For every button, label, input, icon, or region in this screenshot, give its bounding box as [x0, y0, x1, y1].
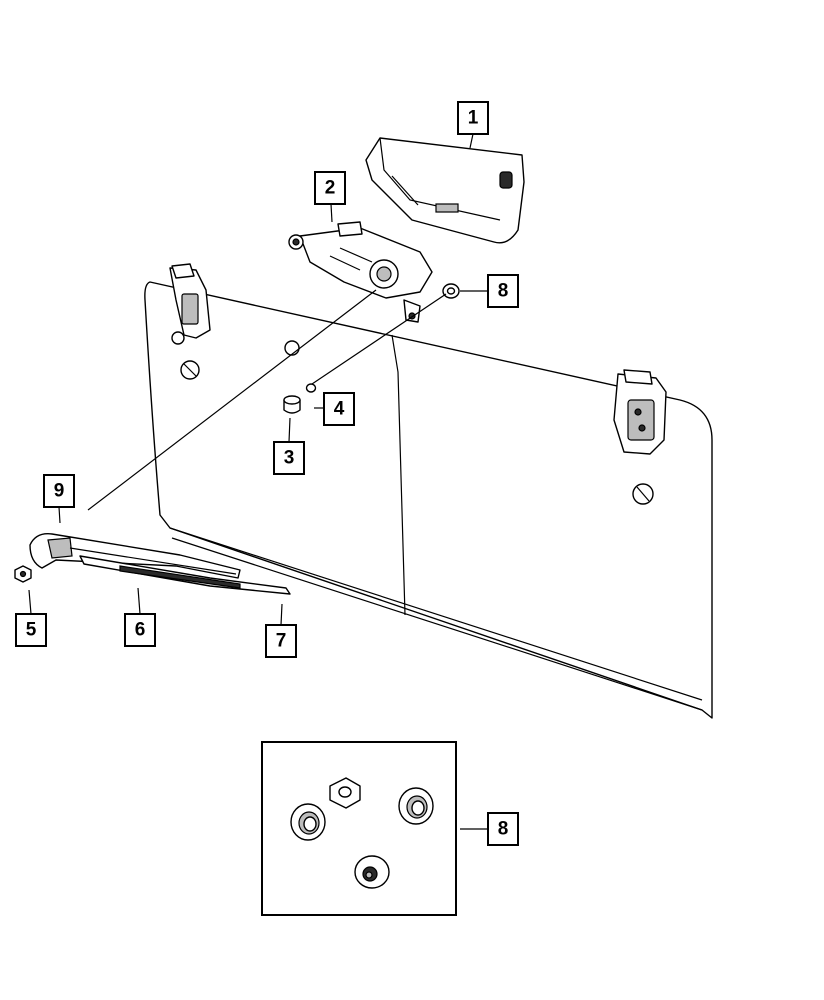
callout-5: 5: [15, 613, 47, 647]
svg-text:8: 8: [498, 819, 509, 840]
arm-nut-part-5: [14, 565, 32, 583]
svg-text:3: 3: [284, 448, 295, 469]
callout-8-kit: 8: [487, 812, 519, 846]
rear-glass-panel: [144, 281, 713, 719]
callout-1: 1: [457, 101, 489, 135]
svg-text:6: 6: [135, 620, 146, 641]
svg-text:9: 9: [54, 481, 65, 502]
kit-seal-right: [398, 787, 434, 825]
kit-grommet: [354, 855, 390, 889]
grommet-part-3: [283, 395, 301, 414]
wiper-blade-part-7: [79, 555, 291, 595]
callout-9: 9: [43, 474, 75, 508]
wiper-arm-part-6: [29, 533, 241, 579]
callout-2: 2: [314, 171, 346, 205]
right-hinge: [613, 369, 667, 455]
wiper-motor-cover: [365, 137, 525, 244]
svg-text:1: 1: [468, 108, 479, 129]
svg-text:2: 2: [325, 178, 336, 199]
callout-4: 4: [323, 392, 355, 426]
svg-text:5: 5: [26, 620, 37, 641]
washer-part-4: [305, 383, 317, 393]
svg-text:8: 8: [498, 281, 509, 302]
kit-hex-nut: [329, 777, 361, 809]
leader-lines: [28, 133, 488, 830]
hardware-kit-box: [261, 741, 457, 916]
callout-3: 3: [273, 441, 305, 475]
callout-7: 7: [265, 624, 297, 658]
callout-6: 6: [124, 613, 156, 647]
glass-hole-center: [284, 340, 300, 356]
wiper-motor: [288, 221, 433, 323]
left-hinge: [169, 263, 211, 345]
svg-text:4: 4: [334, 399, 345, 420]
motor-nut: [442, 283, 460, 299]
kit-seal-left: [290, 803, 326, 841]
callout-8-upper: 8: [487, 274, 519, 308]
svg-text:7: 7: [276, 631, 287, 652]
